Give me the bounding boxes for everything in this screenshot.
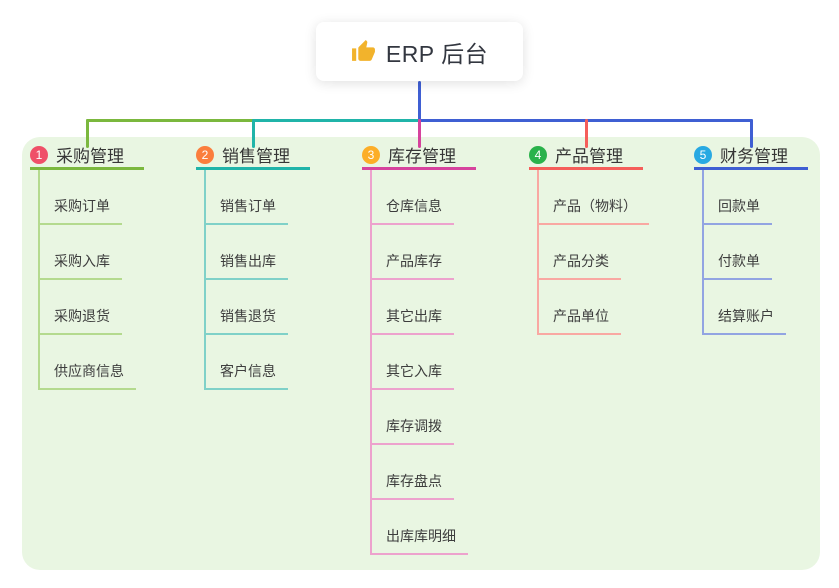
branches-panel [22, 137, 820, 570]
branch-node-1: 1 采购管理采购订单采购入库采购退货供应商信息 [30, 145, 144, 390]
root-node[interactable]: ERP 后台 [316, 22, 523, 81]
child-node-label: 客户信息 [204, 361, 288, 390]
child-node-label: 产品分类 [537, 251, 621, 280]
branch-title-label: 产品管理 [555, 147, 623, 166]
child-node-label: 产品（物料） [537, 196, 649, 225]
child-node-label: 回款单 [702, 196, 772, 225]
root-node-label: ERP 后台 [385, 40, 489, 67]
child-node-label: 库存调拨 [370, 416, 454, 445]
child-node-label: 采购订单 [38, 196, 122, 225]
branch-node-2: 2 销售管理销售订单销售出库销售退货客户信息 [196, 145, 310, 390]
branch-children: 产品（物料） 产品分类产品单位 [537, 170, 649, 335]
child-node-label: 采购入库 [38, 251, 122, 280]
child-node-label: 付款单 [702, 251, 772, 280]
branch-vertical-line [204, 170, 206, 389]
child-node[interactable]: 产品库存 [370, 225, 476, 280]
child-node-label: 产品库存 [370, 251, 454, 280]
connector-drop-4 [585, 119, 588, 148]
child-node[interactable]: 产品（物料） [537, 170, 649, 225]
child-node[interactable]: 其它出库 [370, 280, 476, 335]
child-node[interactable]: 库存盘点 [370, 445, 476, 500]
thumbs-up-icon [351, 39, 376, 64]
branch-title-label: 销售管理 [222, 147, 290, 166]
branch-vertical-line [38, 170, 40, 389]
child-node[interactable]: 销售订单 [204, 170, 310, 225]
branch-title[interactable]: 3 库存管理 [362, 145, 476, 170]
child-node-label: 结算账户 [702, 306, 786, 335]
branch-number-badge: 1 [30, 145, 48, 164]
child-node[interactable]: 付款单 [702, 225, 808, 280]
child-node[interactable]: 库存调拨 [370, 390, 476, 445]
child-node-label: 供应商信息 [38, 361, 136, 390]
child-node[interactable]: 出库库明细 [370, 500, 476, 555]
child-node[interactable]: 回款单 [702, 170, 808, 225]
branch-title[interactable]: 5 财务管理 [694, 145, 808, 170]
child-node[interactable]: 采购退货 [38, 280, 144, 335]
child-node[interactable]: 采购入库 [38, 225, 144, 280]
child-node-label: 销售订单 [204, 196, 288, 225]
branch-children: 仓库信息产品库存其它出库其它入库库存调拨库存盘点出库库明细 [370, 170, 476, 555]
branch-title[interactable]: 4 产品管理 [529, 145, 643, 170]
child-node-label: 出库库明细 [370, 526, 468, 555]
branch-node-5: 5 财务管理回款单付款单结算账户 [694, 145, 808, 335]
branch-title-label: 库存管理 [388, 147, 456, 166]
branch-number-badge: 4 [529, 145, 547, 164]
branch-vertical-line [370, 170, 372, 554]
branch-node-4: 4 产品管理产品（物料） 产品分类产品单位 [529, 145, 649, 335]
connector-drop-3 [418, 119, 421, 148]
branch-vertical-line [537, 170, 539, 334]
child-node-label: 库存盘点 [370, 471, 454, 500]
branch-number-badge: 3 [362, 145, 380, 164]
branch-vertical-line [702, 170, 704, 334]
child-node[interactable]: 供应商信息 [38, 335, 144, 390]
branch-children: 销售订单销售出库销售退货客户信息 [204, 170, 310, 390]
branch-number-badge: 2 [196, 145, 214, 164]
child-node-label: 销售退货 [204, 306, 288, 335]
child-node-label: 产品单位 [537, 306, 621, 335]
child-node[interactable]: 客户信息 [204, 335, 310, 390]
child-node[interactable]: 销售退货 [204, 280, 310, 335]
child-node-label: 仓库信息 [370, 196, 454, 225]
branch-title-label: 财务管理 [720, 147, 788, 166]
connector-segment-green [86, 119, 254, 122]
child-node[interactable]: 其它入库 [370, 335, 476, 390]
child-node-label: 其它入库 [370, 361, 454, 390]
branch-number-badge: 5 [694, 145, 712, 164]
child-node[interactable]: 产品分类 [537, 225, 649, 280]
branch-node-3: 3 库存管理仓库信息产品库存其它出库其它入库库存调拨库存盘点出库库明细 [362, 145, 476, 555]
child-node[interactable]: 仓库信息 [370, 170, 476, 225]
child-node-label: 销售出库 [204, 251, 288, 280]
branch-title-label: 采购管理 [56, 147, 124, 166]
child-node[interactable]: 销售出库 [204, 225, 310, 280]
child-node-label: 其它出库 [370, 306, 454, 335]
child-node[interactable]: 结算账户 [702, 280, 808, 335]
branch-title[interactable]: 2 销售管理 [196, 145, 310, 170]
connector-segment-teal [252, 119, 420, 122]
branch-children: 回款单付款单结算账户 [702, 170, 808, 335]
child-node[interactable]: 采购订单 [38, 170, 144, 225]
branch-children: 采购订单采购入库采购退货供应商信息 [38, 170, 144, 390]
root-stem-line [418, 81, 421, 120]
child-node[interactable]: 产品单位 [537, 280, 649, 335]
connector-drop-2 [252, 119, 255, 148]
child-node-label: 采购退货 [38, 306, 122, 335]
branch-title[interactable]: 1 采购管理 [30, 145, 144, 170]
connector-drop-1 [86, 119, 89, 148]
connector-drop-5 [750, 119, 753, 148]
